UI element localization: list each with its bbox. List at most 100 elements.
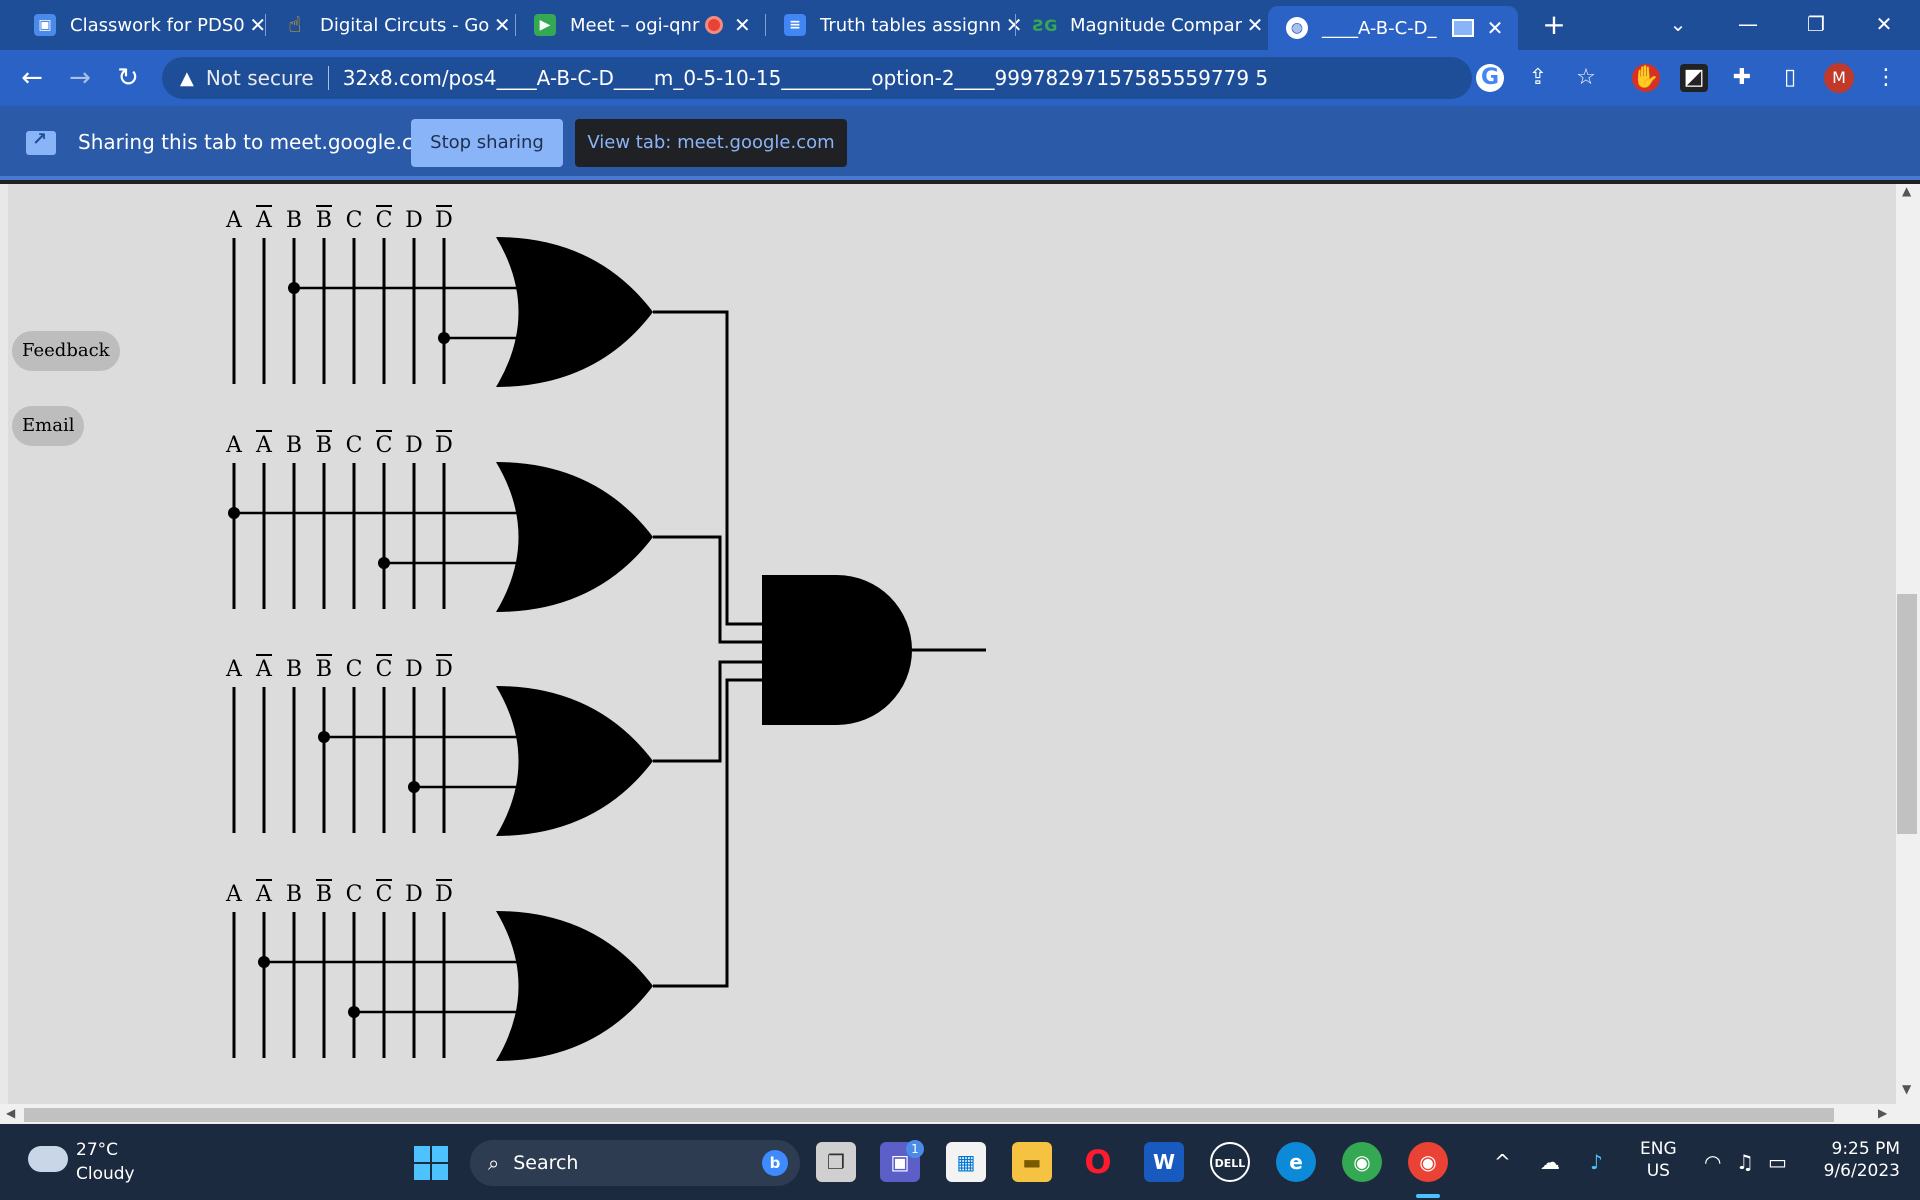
signal-label: D bbox=[435, 208, 453, 233]
weather-temperature[interactable]: 27°C bbox=[76, 1140, 119, 1160]
minimize-button[interactable]: — bbox=[1738, 12, 1758, 36]
hand-icon: ☝ bbox=[288, 12, 302, 38]
microphone-icon[interactable]: ♪ bbox=[1590, 1150, 1603, 1174]
signal-label: B bbox=[316, 657, 332, 682]
close-icon[interactable]: ✕ bbox=[1001, 13, 1027, 37]
google-icon[interactable]: G bbox=[1476, 64, 1504, 92]
or-gate bbox=[496, 911, 653, 1061]
signal-label: A bbox=[225, 657, 243, 682]
signal-label: B bbox=[286, 433, 302, 458]
vertical-scroll-thumb[interactable] bbox=[1897, 594, 1917, 834]
junction-dot bbox=[348, 1006, 360, 1018]
or-to-and-wire bbox=[653, 678, 762, 988]
tab-active-circuit[interactable]: ◍ ____A-B-C-D_ ✕ bbox=[1268, 6, 1518, 50]
globe-icon: ◍ bbox=[1286, 17, 1308, 39]
menu-icon[interactable]: ⋮ bbox=[1875, 65, 1897, 90]
or-gate bbox=[496, 686, 653, 836]
signal-label: D bbox=[405, 882, 423, 907]
url-text[interactable]: 32x8.com/pos4____A-B-C-D____m_0-5-10-15_… bbox=[342, 66, 1269, 90]
show-hidden-icons[interactable]: ^ bbox=[1494, 1150, 1511, 1174]
address-bar[interactable]: ▲ Not secure 32x8.com/pos4____A-B-C-D___… bbox=[162, 57, 1472, 99]
forward-button[interactable]: → bbox=[69, 63, 91, 93]
extension-icon[interactable]: ◩ bbox=[1680, 64, 1708, 92]
cloud-icon[interactable] bbox=[28, 1146, 68, 1172]
view-tab-button[interactable]: View tab: meet.google.com bbox=[575, 119, 847, 167]
chrome-profile-icon[interactable]: ◉ bbox=[1408, 1142, 1448, 1182]
stop-sharing-button[interactable]: Stop sharing bbox=[411, 119, 563, 167]
tab-separator bbox=[265, 14, 266, 36]
screen-share-icon bbox=[1452, 19, 1474, 37]
battery-icon[interactable]: ▭ bbox=[1768, 1150, 1787, 1174]
tab-classwork[interactable]: ▣ Classwork for PDS0 ✕ bbox=[16, 6, 266, 44]
security-label[interactable]: Not secure bbox=[205, 66, 314, 90]
close-icon[interactable]: ✕ bbox=[733, 13, 751, 37]
signal-label: A bbox=[255, 208, 273, 233]
bing-icon[interactable]: b bbox=[762, 1150, 788, 1176]
signal-label: B bbox=[316, 208, 332, 233]
tab-truth-tables[interactable]: ≡ Truth tables assignn ✕ bbox=[766, 6, 1022, 44]
signal-label: B bbox=[286, 882, 302, 907]
tab-separator bbox=[765, 14, 766, 36]
feedback-button[interactable]: Feedback bbox=[12, 331, 120, 371]
signal-label: A bbox=[255, 882, 273, 907]
scroll-left-icon[interactable]: ◀ bbox=[6, 1106, 16, 1120]
wifi-icon[interactable]: ◠ bbox=[1704, 1150, 1722, 1174]
close-window-button[interactable]: ✕ bbox=[1875, 12, 1893, 36]
tab-label: Digital Circuts - Go bbox=[320, 14, 490, 36]
sidebar-icon[interactable]: ▯ bbox=[1783, 65, 1797, 90]
scroll-up-icon[interactable]: ▲ bbox=[1902, 184, 1912, 198]
system-clock[interactable]: 9:25 PM 9/6/2023 bbox=[1818, 1138, 1900, 1182]
junction-dot bbox=[318, 731, 330, 743]
profile-avatar[interactable]: M bbox=[1824, 63, 1854, 93]
share-icon[interactable]: ⇪ bbox=[1528, 65, 1548, 90]
hand-extension-icon[interactable]: ✋ bbox=[1632, 64, 1660, 92]
reload-button[interactable]: ↻ bbox=[117, 63, 139, 93]
signal-label: D bbox=[405, 433, 423, 458]
scroll-right-icon[interactable]: ▶ bbox=[1878, 1106, 1888, 1120]
tab-digital-circuits[interactable]: ☝ Digital Circuts - Go ✕ bbox=[266, 6, 514, 44]
file-explorer-icon[interactable]: ▬ bbox=[1012, 1142, 1052, 1182]
puzzle-icon[interactable]: ✚ bbox=[1732, 65, 1752, 90]
signal-label: A bbox=[255, 657, 273, 682]
tab-magnitude[interactable]: ƧG Magnitude Compar ✕ bbox=[1016, 6, 1264, 44]
word-icon[interactable]: W bbox=[1144, 1142, 1184, 1182]
volume-icon[interactable]: ♫ bbox=[1736, 1150, 1754, 1174]
junction-dot bbox=[258, 956, 270, 968]
dell-icon[interactable]: DELL bbox=[1210, 1142, 1250, 1182]
signal-label: D bbox=[435, 882, 453, 907]
weather-description[interactable]: Cloudy bbox=[76, 1164, 135, 1184]
chrome-icon[interactable]: ◉ bbox=[1342, 1142, 1382, 1182]
new-tab-button[interactable]: + bbox=[1542, 8, 1566, 41]
onedrive-icon[interactable]: ☁ bbox=[1540, 1150, 1560, 1174]
close-icon[interactable]: ✕ bbox=[1246, 13, 1264, 37]
signal-label: A bbox=[225, 208, 243, 233]
close-icon[interactable]: ✕ bbox=[493, 13, 511, 37]
omnibox-separator bbox=[327, 66, 329, 90]
language-indicator[interactable]: ENG US bbox=[1640, 1138, 1677, 1182]
opera-icon[interactable]: O bbox=[1084, 1143, 1112, 1181]
task-view-icon[interactable]: ❐ bbox=[816, 1142, 856, 1182]
or-gate bbox=[496, 462, 653, 612]
horizontal-scroll-thumb[interactable] bbox=[24, 1108, 1834, 1122]
search-label: Search bbox=[513, 1152, 579, 1174]
junction-dot bbox=[378, 557, 390, 569]
meet-icon: ▶ bbox=[534, 14, 556, 36]
start-button[interactable] bbox=[414, 1146, 448, 1180]
edge-icon[interactable]: e bbox=[1276, 1142, 1316, 1182]
taskbar-search[interactable]: ⌕ Search b bbox=[470, 1140, 800, 1186]
restore-button[interactable]: ❐ bbox=[1807, 12, 1825, 36]
close-icon[interactable]: ✕ bbox=[1486, 16, 1504, 40]
signal-label: C bbox=[346, 657, 363, 682]
tab-search-icon[interactable]: ⌄ bbox=[1669, 12, 1687, 36]
tab-label: Classwork for PDS0 bbox=[70, 14, 245, 36]
store-icon[interactable]: ▦ bbox=[946, 1142, 986, 1182]
back-button[interactable]: ← bbox=[21, 63, 43, 93]
email-button[interactable]: Email bbox=[12, 406, 85, 446]
bookmark-star-icon[interactable]: ☆ bbox=[1576, 65, 1596, 90]
tab-meet[interactable]: ▶ Meet – ogi-qnr ✕ bbox=[516, 6, 764, 44]
close-icon[interactable]: ✕ bbox=[249, 13, 267, 37]
warning-icon: ▲ bbox=[180, 67, 194, 89]
scroll-down-icon[interactable]: ▼ bbox=[1902, 1082, 1912, 1096]
